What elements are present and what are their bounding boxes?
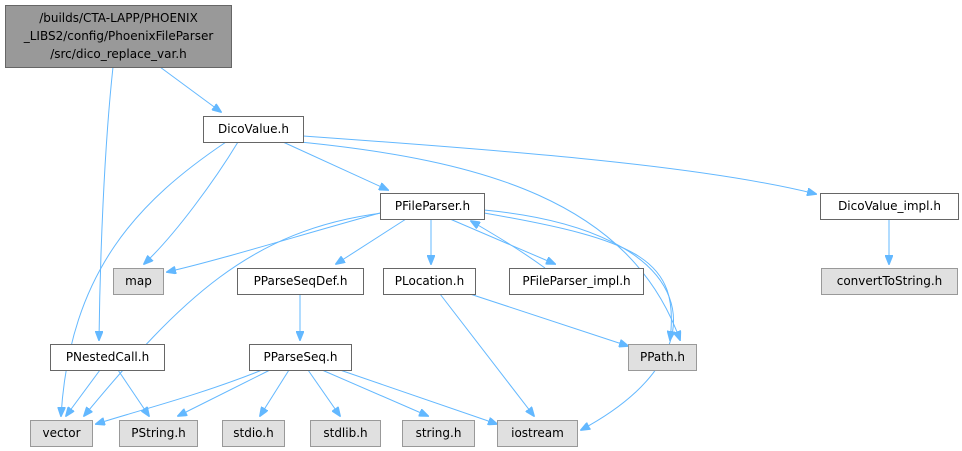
node-label: PFileParser_impl.h [522, 274, 630, 288]
nodes-layer: /builds/CTA-LAPP/PHOENIX _LIBS2/config/Ph… [5, 5, 959, 447]
node-box [628, 344, 697, 371]
node-box [30, 420, 93, 447]
node-label: PNestedCall.h [66, 350, 149, 364]
edge-plocation-to-ppath [469, 293, 628, 346]
node-box [5, 5, 232, 68]
node-box [509, 268, 644, 295]
node-vector: vector [30, 420, 93, 447]
node-label: convertToString.h [837, 274, 943, 288]
node-box [50, 344, 165, 371]
edge-dicovalue-to-dicovalue_impl [302, 135, 816, 194]
edge-pfileparser-to-pparseseqdef [336, 218, 407, 264]
node-box [119, 420, 198, 447]
node-ppath: PPath.h [628, 344, 697, 371]
edge-pfileparser-to-ppath [483, 212, 671, 340]
node-label: PParseSeqDef.h [254, 274, 348, 288]
node-stdlib: stdlib.h [310, 420, 381, 447]
edge-pparseseq-to-stdlib [307, 369, 340, 416]
edge-pfileparser_impl-to-pfileparser [471, 221, 546, 269]
edge-pnestedcall-to-vector [66, 369, 101, 416]
node-label: _LIBS2/config/PhoenixFileParser [23, 29, 214, 43]
node-stdio: stdio.h [222, 420, 285, 447]
edge-pfileparser-to-pfileparser_impl [449, 218, 555, 264]
node-pstring: PString.h [119, 420, 198, 447]
node-map: map [113, 268, 164, 295]
node-dicovalue[interactable]: DicoValue.h [203, 116, 304, 143]
edge-pfileparser-to-iostream [483, 209, 674, 430]
node-converttostring: convertToString.h [821, 268, 958, 295]
node-box [237, 268, 364, 295]
edge-root-to-dicovalue [159, 66, 221, 112]
edge-pfileparser-to-vector [84, 212, 383, 416]
node-label: /src/dico_replace_var.h [50, 47, 187, 61]
node-box [222, 420, 285, 447]
node-label: DicoValue_impl.h [838, 199, 941, 213]
node-pparseseqdef[interactable]: PParseSeqDef.h [237, 268, 364, 295]
edge-dicovalue-to-ppath [299, 141, 680, 340]
node-label: iostream [511, 426, 564, 440]
node-box [310, 420, 381, 447]
node-label: map [125, 274, 152, 288]
node-label: stdlib.h [323, 426, 367, 440]
edge-pparseseq-to-string [321, 369, 428, 416]
node-pfileparser[interactable]: PFileParser.h [380, 193, 485, 220]
edge-pparseseq-to-pstring [178, 369, 271, 416]
node-box [383, 268, 476, 295]
node-box [402, 420, 475, 447]
edge-dicovalue-to-pfileparser [282, 141, 388, 190]
node-dicovalue_impl[interactable]: DicoValue_impl.h [820, 193, 959, 220]
node-label: PString.h [131, 426, 185, 440]
edge-pnestedcall-to-pstring [117, 369, 149, 416]
node-box [113, 268, 164, 295]
node-box [203, 116, 304, 143]
edge-dicovalue-to-map [144, 141, 239, 264]
node-label: PPath.h [640, 350, 685, 364]
node-box [249, 344, 352, 371]
node-box [380, 193, 485, 220]
node-label: PParseSeq.h [264, 350, 338, 364]
node-plocation[interactable]: PLocation.h [383, 268, 476, 295]
edge-pparseseq-to-vector [96, 369, 263, 424]
node-box [497, 420, 578, 447]
edge-pparseseq-to-iostream [339, 369, 497, 424]
node-iostream: iostream [497, 420, 578, 447]
node-root[interactable]: /builds/CTA-LAPP/PHOENIX _LIBS2/config/Ph… [5, 5, 232, 68]
node-string: string.h [402, 420, 475, 447]
node-box [821, 268, 958, 295]
edge-pparseseq-to-stdio [260, 369, 290, 416]
node-pfileparser_impl[interactable]: PFileParser_impl.h [509, 268, 644, 295]
node-label: PFileParser.h [395, 199, 470, 213]
edge-pfileparser-to-map [167, 212, 381, 272]
node-label: vector [42, 426, 80, 440]
edge-plocation-to-iostream [439, 293, 534, 416]
node-pparseseq[interactable]: PParseSeq.h [249, 344, 352, 371]
node-box [820, 193, 959, 220]
node-label: string.h [416, 426, 462, 440]
node-label: PLocation.h [395, 274, 464, 288]
edges-layer [61, 66, 889, 430]
node-label: /builds/CTA-LAPP/PHOENIX [39, 11, 198, 25]
edge-root-to-pnestedcall [99, 66, 114, 340]
node-label: DicoValue.h [218, 122, 289, 136]
node-label: stdio.h [233, 426, 273, 440]
node-pnestedcall[interactable]: PNestedCall.h [50, 344, 165, 371]
